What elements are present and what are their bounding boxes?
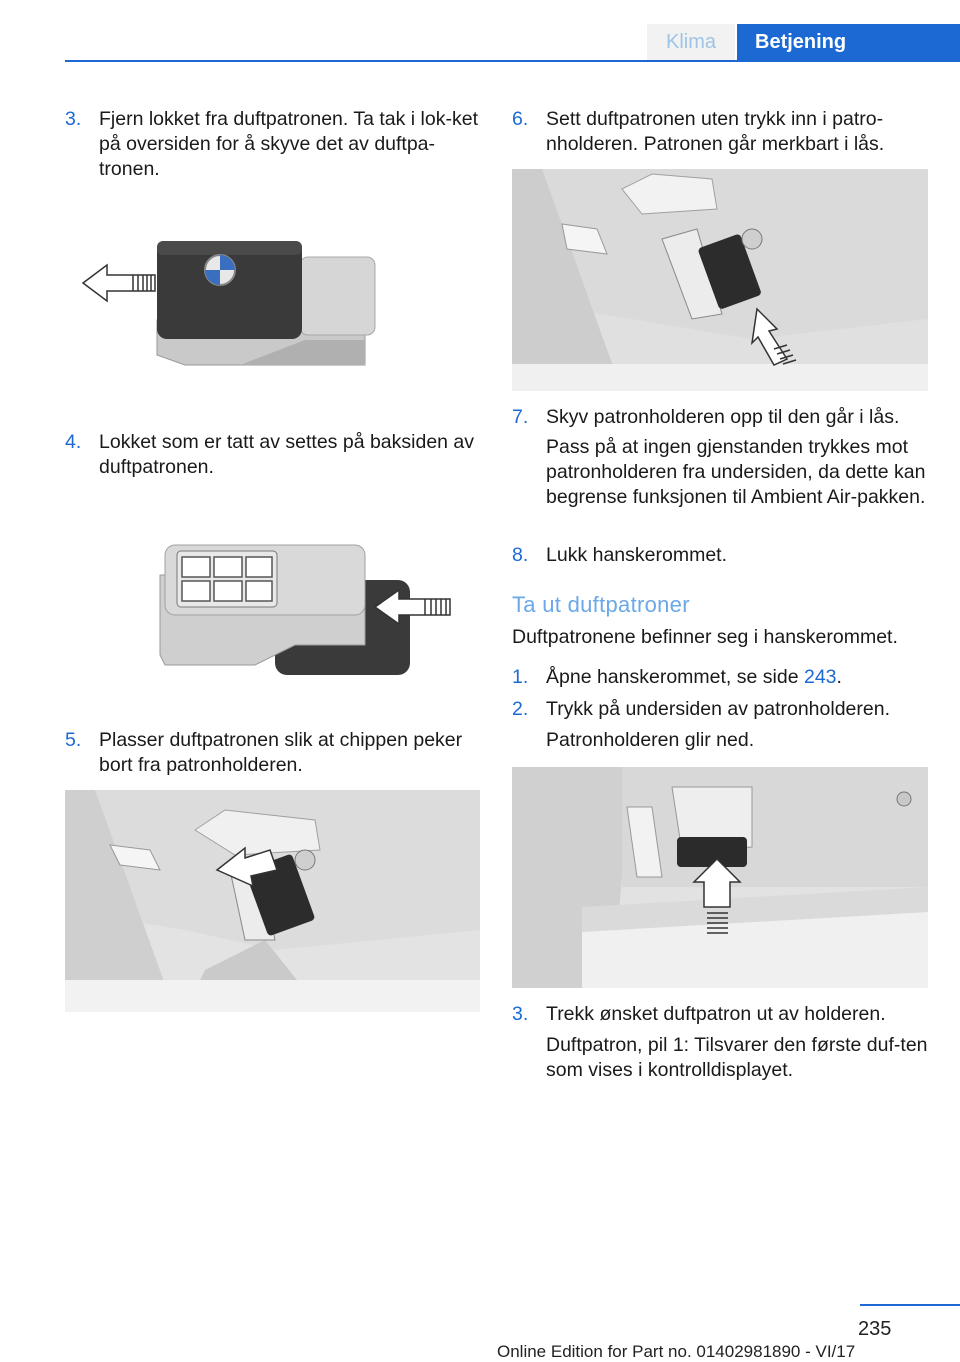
page-link[interactable]: 243 bbox=[803, 666, 837, 688]
step-number: 6. bbox=[512, 108, 529, 130]
step-text: Sett duftpatronen uten trykk inn i patro… bbox=[546, 108, 885, 155]
step-number: 4. bbox=[65, 431, 82, 453]
remove-step-3-note: Duftpatron, pil 1: Tilsvarer den første … bbox=[546, 1034, 928, 1081]
footer-rule bbox=[860, 1304, 960, 1306]
step-number: 1. bbox=[512, 666, 529, 688]
step-text: Åpne hanskerommet, se side 243. bbox=[546, 666, 842, 688]
step-text: Trekk ønsket duftpatron ut av holderen. bbox=[546, 1003, 886, 1025]
page-number: 235 bbox=[858, 1318, 892, 1340]
section-intro: Duftpatronene befinner seg i hanskeromme… bbox=[512, 626, 898, 648]
step-number: 2. bbox=[512, 698, 529, 720]
step-number: 3. bbox=[65, 108, 82, 130]
step-number: 8. bbox=[512, 544, 529, 566]
step-number: 3. bbox=[512, 1003, 529, 1025]
step-7-note: Pass på at ingen gjenstanden trykkes mot… bbox=[546, 436, 926, 508]
header-rule bbox=[65, 60, 960, 62]
step-text: Skyv patronholderen opp til den går i lå… bbox=[546, 406, 900, 428]
figure-remove-lid bbox=[81, 241, 376, 366]
figure-insert-cartridge-left bbox=[65, 790, 480, 1012]
step-number: 5. bbox=[65, 729, 82, 751]
figure-holder-down bbox=[512, 767, 928, 988]
step-text: Plasser duftpatronen slik at chippen pek… bbox=[99, 729, 463, 776]
figure-attach-lid bbox=[159, 544, 451, 675]
header-tab-klima[interactable]: Klima bbox=[647, 24, 735, 60]
step-text: Lokket som er tatt av settes på baksiden… bbox=[99, 431, 475, 478]
step-text: Lukk hanskerommet. bbox=[546, 544, 727, 566]
remove-step-2-note: Patronholderen glir ned. bbox=[546, 729, 755, 751]
step-text: Trykk på undersiden av patronholderen. bbox=[546, 698, 890, 720]
step-text: Fjern lokket fra duftpatronen. Ta tak i … bbox=[99, 108, 478, 180]
step-number: 7. bbox=[512, 406, 529, 428]
edition-line: Online Edition for Part no. 01402981890 … bbox=[497, 1342, 856, 1361]
section-heading: Ta ut duftpatroner bbox=[512, 592, 690, 617]
figure-insert-cartridge-right bbox=[512, 169, 928, 391]
header-tab-betjening[interactable]: Betjening bbox=[737, 24, 960, 60]
